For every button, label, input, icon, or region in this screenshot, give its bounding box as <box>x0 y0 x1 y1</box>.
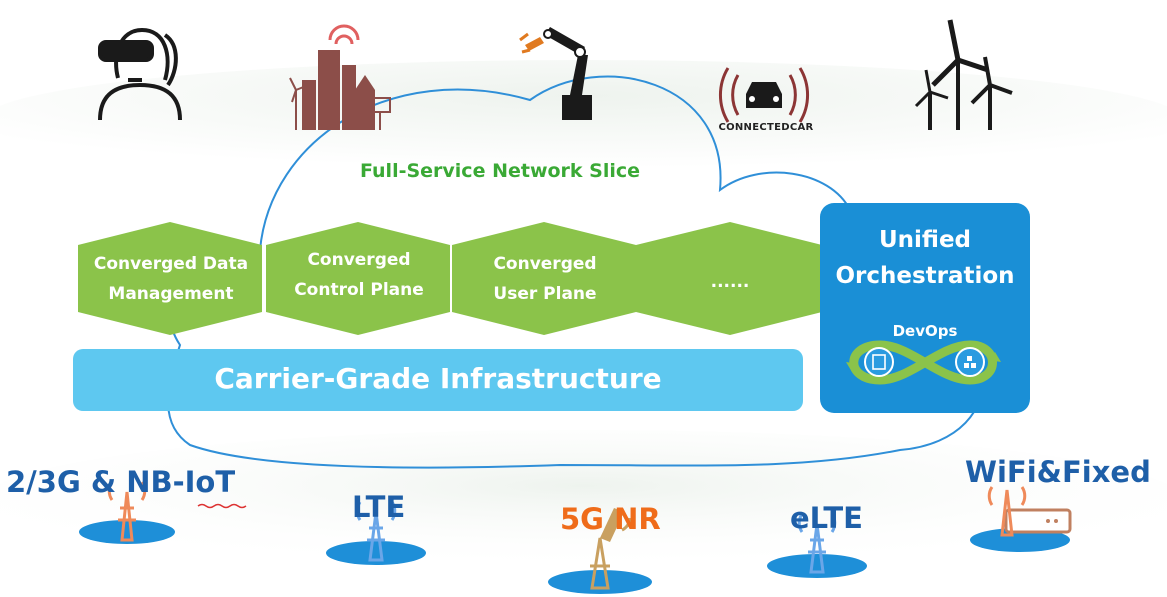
module-label-more: ...... <box>638 270 822 294</box>
tower-icon-elte <box>767 513 867 578</box>
devops-infinity-icon <box>846 340 1001 385</box>
industrial-robot-arm-icon <box>519 27 592 120</box>
module-label-data-management: Converged Data Management <box>80 252 262 306</box>
devops-label: DevOps <box>892 322 958 340</box>
module-label-user-plane: Converged User Plane <box>454 252 636 306</box>
module-line1: Converged <box>493 254 597 274</box>
connected-car-label: CONNECTEDCAR <box>718 122 814 133</box>
module-line2: Management <box>108 284 234 304</box>
orchestration-line1: Unified <box>878 227 972 253</box>
module-line2: Control Plane <box>294 280 424 300</box>
wifi-router-icon <box>970 486 1072 552</box>
module-line1: ...... <box>710 272 750 292</box>
infrastructure-label: Carrier-Grade Infrastructure <box>214 362 662 395</box>
network-label-2g3g-nbiot: 2/3G & NB-IoT <box>6 465 236 499</box>
module-hexagon-user-plane <box>452 222 636 335</box>
infrastructure-bar <box>73 349 803 411</box>
spellcheck-squiggle <box>197 503 247 509</box>
bottom-background-band <box>0 430 1167 570</box>
module-hexagon-data-management <box>78 222 262 335</box>
orchestration-title: Unified Orchestration <box>820 222 1030 294</box>
wind-turbines-icon <box>914 19 1013 130</box>
slice-title: Full-Service Network Slice <box>360 160 641 182</box>
tower-icon-5g <box>548 508 652 594</box>
connected-car-icon <box>718 67 810 123</box>
module-hexagon-more <box>636 222 822 335</box>
network-label-lte: LTE <box>352 490 406 524</box>
module-line2: User Plane <box>493 284 597 304</box>
smart-city-icon <box>289 24 391 130</box>
module-line1: Converged <box>307 250 411 270</box>
network-label-wifi-fixed: WiFi&Fixed <box>965 455 1151 489</box>
network-label-5g-nr: 5G NR <box>560 502 661 536</box>
tower-icon-2g3g <box>79 481 175 544</box>
tower-icon-lte <box>326 501 426 565</box>
orchestration-line2: Orchestration <box>835 263 1015 289</box>
module-line1: Converged Data <box>93 254 249 274</box>
network-label-elte: eLTE <box>790 501 863 535</box>
module-hexagon-control-plane <box>266 222 450 335</box>
vr-headset-person-icon <box>98 27 182 121</box>
module-label-control-plane: Converged Control Plane <box>268 248 450 302</box>
